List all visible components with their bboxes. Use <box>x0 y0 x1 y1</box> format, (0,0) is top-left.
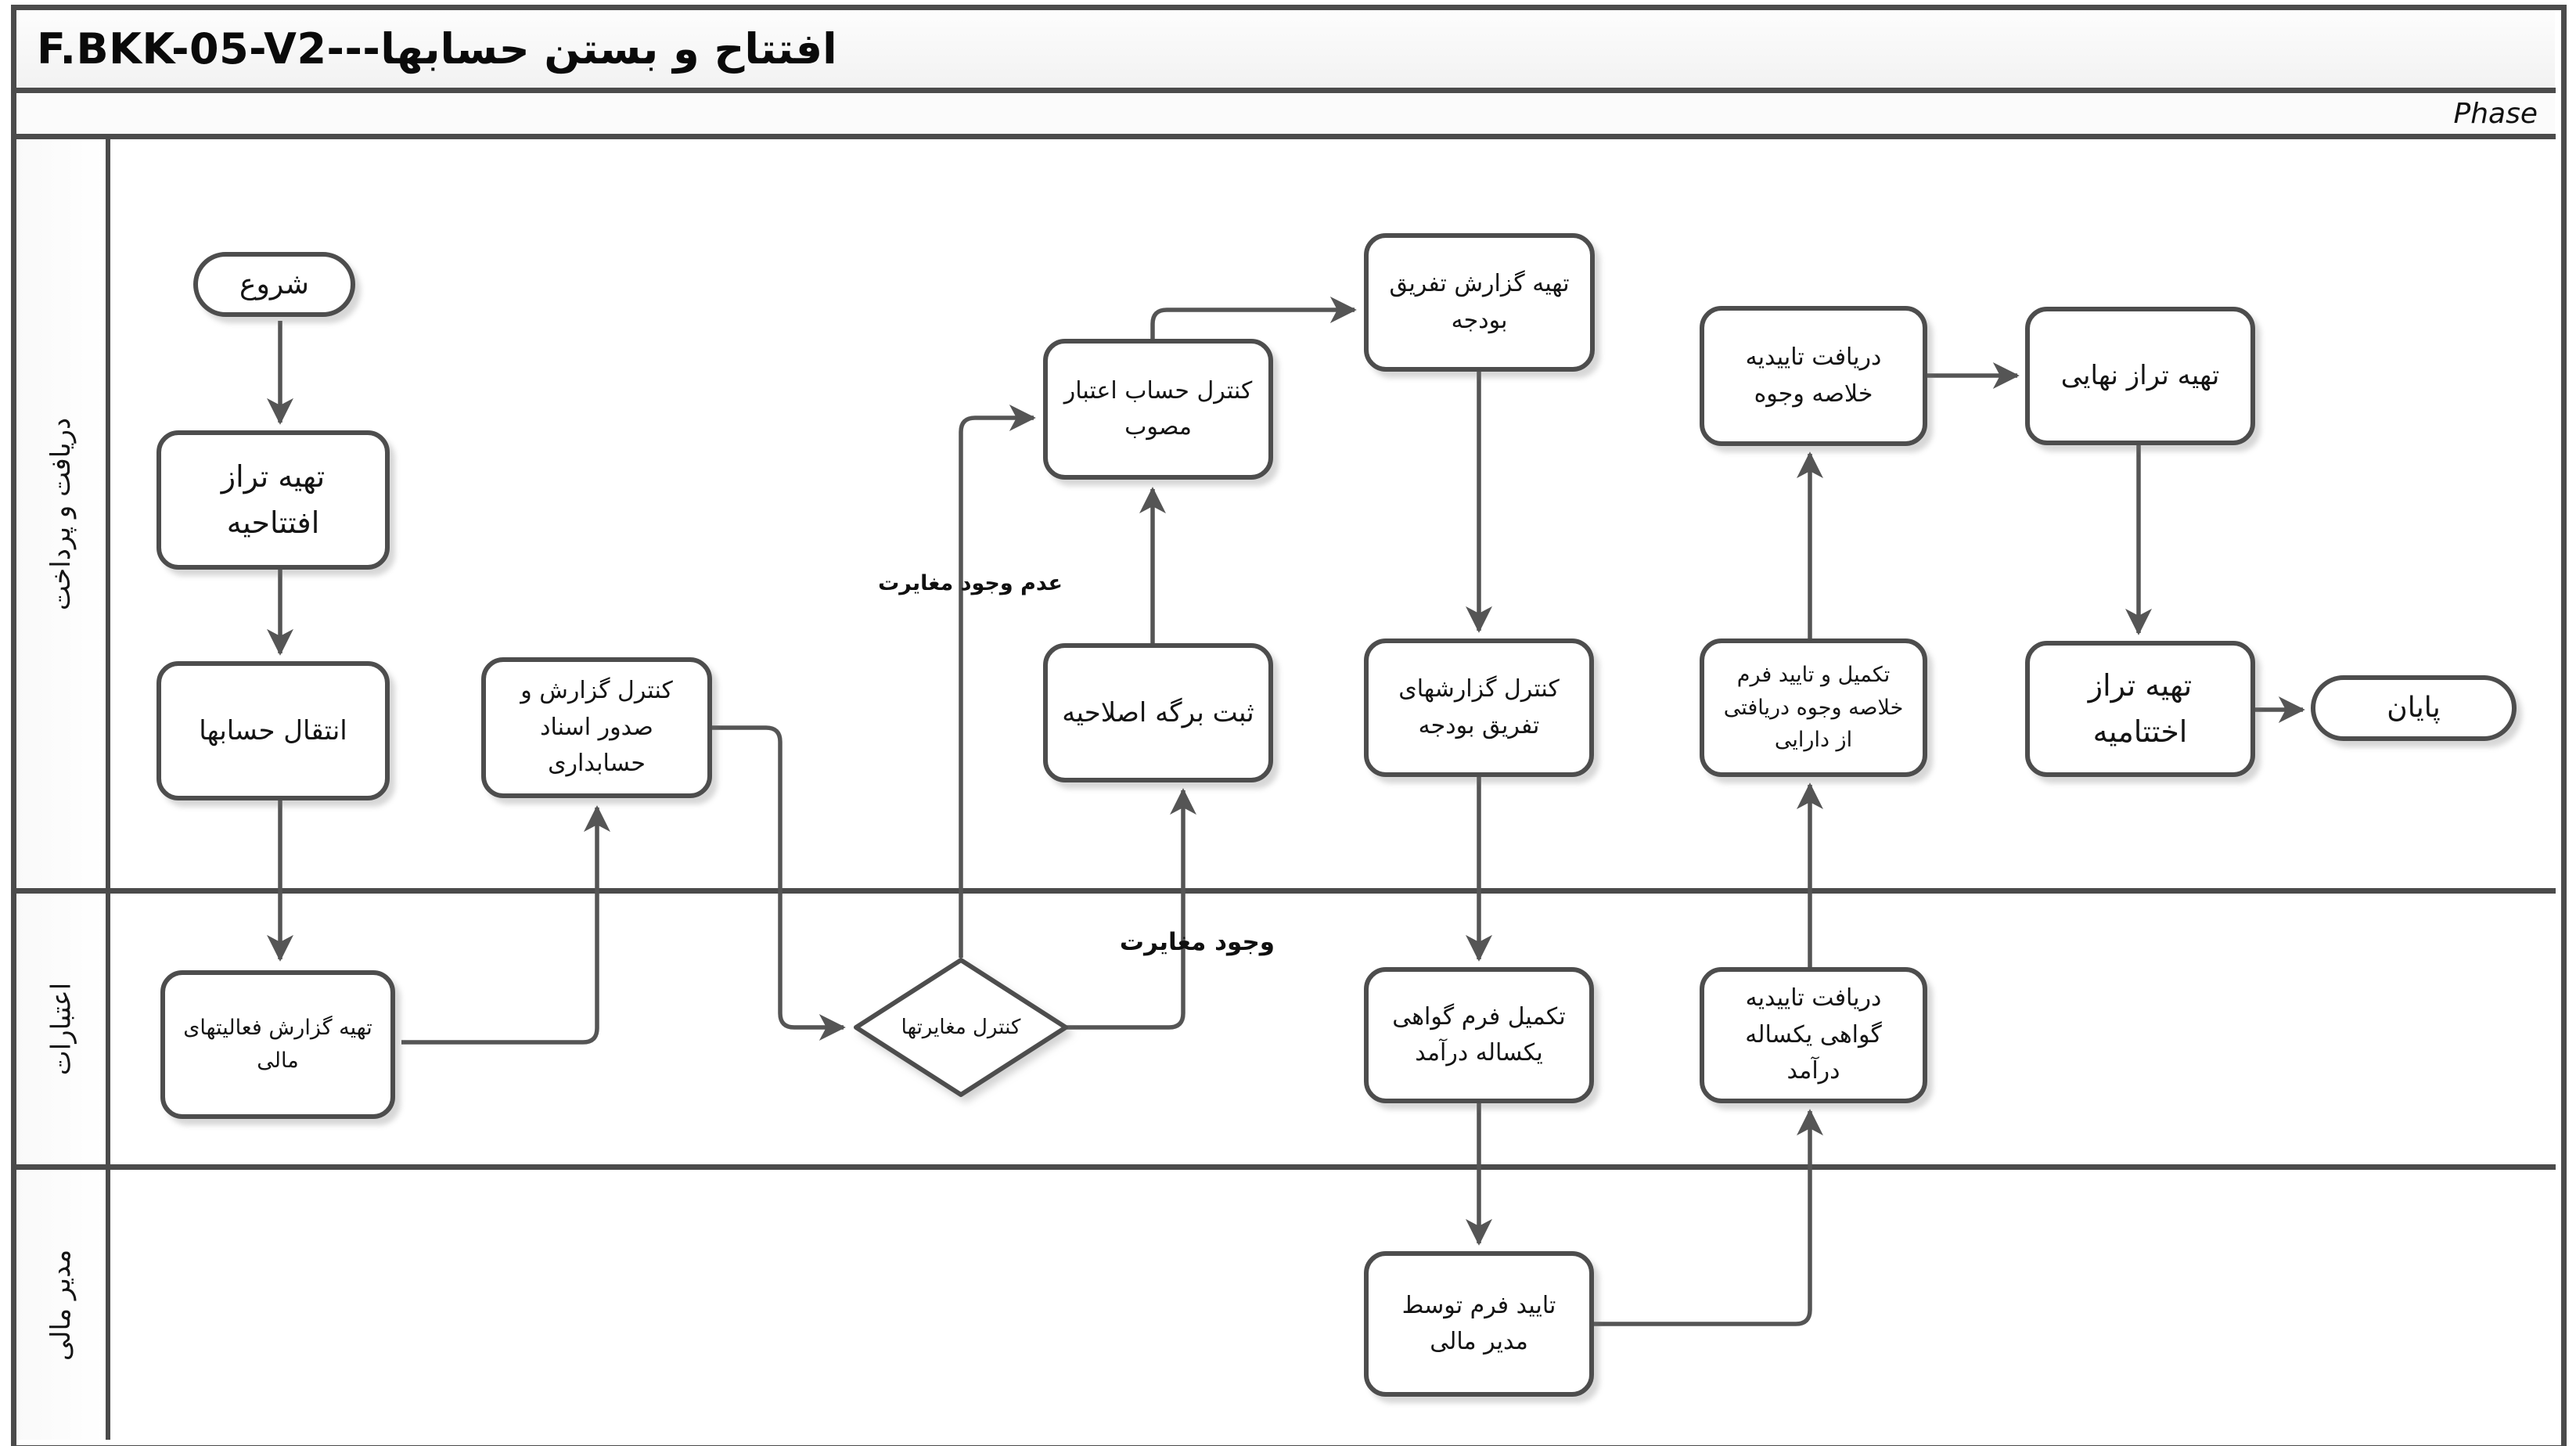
node-label: تهیه تراز اختتامیه <box>2088 668 2193 749</box>
phase-bar: Phase <box>16 93 2555 134</box>
node-control-approved-credit: کنترل حساب اعتبار مصوب <box>1043 339 1273 480</box>
node-label: دریافت تاییدیه خلاصه وجوه <box>1745 344 1882 408</box>
node-label: انتقال حسابها <box>199 714 347 746</box>
node-label: کنترل حساب اعتبار مصوب <box>1063 376 1253 441</box>
node-control-report-issue-docs: کنترل گزارش و صدور اسناد حسابداری <box>481 657 712 798</box>
node-transfer-accounts: انتقال حسابها <box>157 661 390 800</box>
node-control-discrepancies: کنترل مغایرتها <box>867 1004 1055 1051</box>
node-label: کنترل گزارشهای تفریق بودجه <box>1398 675 1560 739</box>
node-end-label: پایان <box>2387 692 2441 725</box>
node-complete-income-certificate-form: تکمیل فرم گواهی یکساله درآمد <box>1364 967 1594 1103</box>
node-register-amendment-sheet: ثبت برگه اصلاحیه <box>1043 643 1273 782</box>
phase-label: Phase <box>2453 97 2538 130</box>
node-label: تهیه گزارش تفریق بودجه <box>1389 270 1570 334</box>
lane-financial-manager: مدیر مالی <box>16 1170 106 1440</box>
node-label: تهیه تراز افتتاحیه <box>221 459 326 540</box>
node-end: پایان <box>2311 675 2517 741</box>
page-title: F.BKK-05-V2---افتتاح و بستن حسابها <box>37 24 837 74</box>
edge-label-no-discrepancy: عدم وجود مغایرت <box>878 571 1063 595</box>
node-prepare-closing-balance: تهیه تراز اختتامیه <box>2025 641 2255 777</box>
node-receive-funds-summary-confirmation: دریافت تاییدیه خلاصه وجوه <box>1700 306 1927 446</box>
node-start: شروع <box>193 252 355 317</box>
node-confirm-form-by-finance-manager: تایید فرم توسط مدیر مالی <box>1364 1251 1594 1397</box>
node-prepare-budget-variance-report: تهیه گزارش تفریق بودجه <box>1364 233 1595 372</box>
node-label: تایید فرم توسط مدیر مالی <box>1401 1291 1556 1356</box>
edge-discrepancy-to-amendment-sheet <box>1066 788 1196 1030</box>
lane-credits: اعتبارات <box>16 894 106 1164</box>
node-prepare-final-balance: تهیه تراز نهایی <box>2025 307 2255 445</box>
node-label: دریافت تاییدیه گواهی یکساله درآمد <box>1745 984 1882 1085</box>
edge-approved-credit-to-variance-report <box>1150 297 1357 339</box>
edge-control-report-to-discrepancies <box>712 725 846 1041</box>
lane-divider-1 <box>11 888 2556 894</box>
node-label: کنترل گزارش و صدور اسناد حسابداری <box>520 677 673 778</box>
node-label: کنترل مغایرتها <box>901 1016 1021 1039</box>
node-receive-income-certificate-confirmation: دریافت تاییدیه گواهی یکساله درآمد <box>1700 967 1927 1103</box>
edge-label-discrepancy: وجود مغایرت <box>1119 928 1275 956</box>
phase-divider <box>11 134 2556 139</box>
node-label: تهیه گزارش فعالیتهای مالی <box>183 1016 372 1073</box>
node-prepare-opening-balance: تهیه تراز افتتاحیه <box>157 430 390 570</box>
decision-diamond-shape <box>854 958 1068 1097</box>
title-bar: F.BKK-05-V2---افتتاح و بستن حسابها <box>16 10 2555 88</box>
node-label: تکمیل فرم گواهی یکساله درآمد <box>1392 1002 1566 1067</box>
lane-receipt-and-payment: دریافت و پرداخت <box>16 139 106 888</box>
lane-divider-2 <box>11 1164 2556 1170</box>
title-divider <box>11 88 2556 93</box>
edge-no-discrepancy-to-approved-credit <box>959 405 1036 958</box>
node-start-label: شروع <box>239 268 309 300</box>
edge-manager-confirm-to-income-confirmation <box>1594 1109 1823 1326</box>
node-control-budget-variance-reports: کنترل گزارشهای تفریق بودجه <box>1364 638 1594 777</box>
node-prepare-financial-activities-report: تهیه گزارش فعالیتهای مالی <box>160 970 395 1119</box>
node-complete-confirm-funds-form: تکمیل و تایید فرم خلاصه وجوه دریافتی از … <box>1700 638 1927 777</box>
edge-activities-report-to-control-report <box>401 805 610 1045</box>
node-label: ثبت برگه اصلاحیه <box>1062 696 1254 728</box>
node-label: تهیه تراز نهایی <box>2060 360 2220 392</box>
lane-label-column-divider <box>106 134 110 1440</box>
node-label: تکمیل و تایید فرم خلاصه وجوه دریافتی از … <box>1723 662 1904 753</box>
